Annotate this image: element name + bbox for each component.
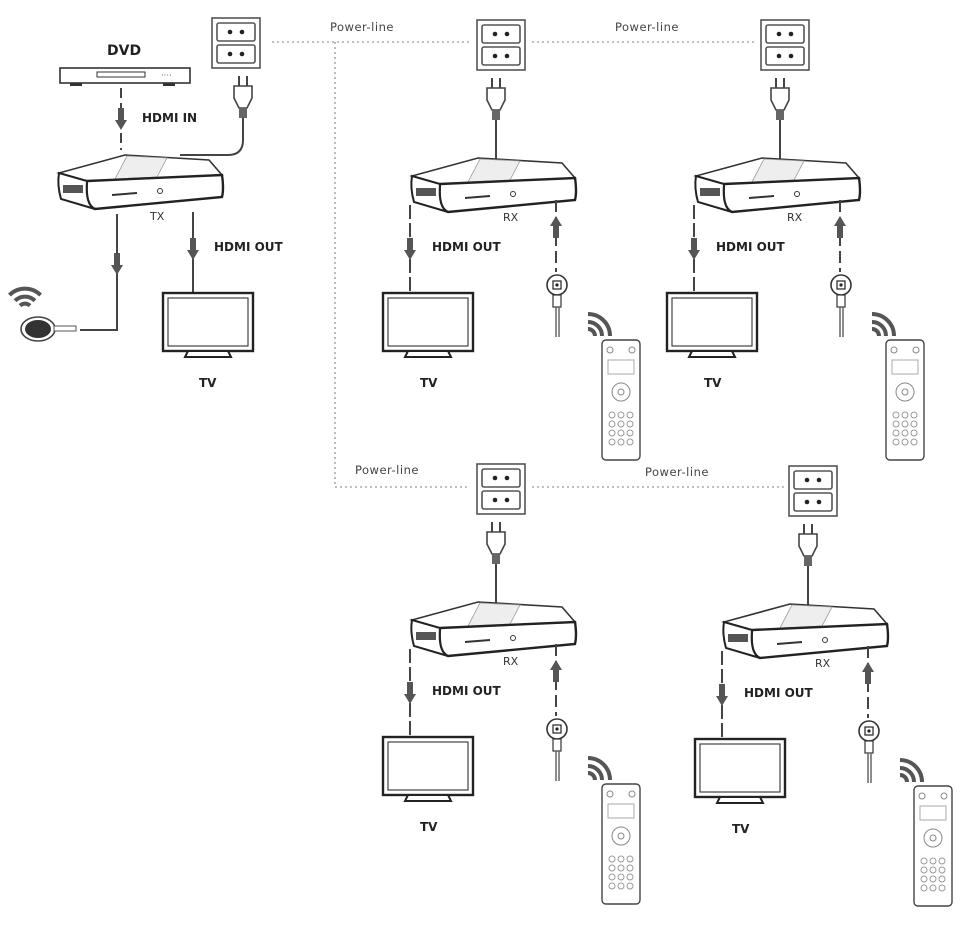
arrow-up-icon <box>862 662 874 684</box>
arrow-down-icon <box>688 238 700 260</box>
powerline-label: Power-line <box>330 20 394 34</box>
tv-label: TV <box>732 822 750 836</box>
power-outlet-icon <box>211 17 261 69</box>
power-plug-icon <box>233 75 253 119</box>
arrow-down-icon <box>111 253 123 275</box>
ir-emitter-icon <box>20 316 77 342</box>
tv-icon <box>381 291 475 359</box>
hdmi-out-label: HDMI OUT <box>432 240 502 254</box>
tv-label: TV <box>420 376 438 390</box>
rx-unit: RX HDMI OUT TV <box>665 19 925 461</box>
rx-device-label: RX <box>503 211 519 224</box>
tx-extender-box-icon <box>57 153 225 211</box>
rx-extender-box-icon <box>410 600 578 658</box>
ir-sensor-icon <box>858 720 880 784</box>
arrow-down-icon <box>115 108 127 130</box>
powerline-label: Power-line <box>615 20 679 34</box>
dvd-label: DVD <box>107 43 141 59</box>
tv-icon <box>665 291 759 359</box>
power-outlet-icon <box>760 19 810 71</box>
ir-sensor-icon <box>546 274 568 338</box>
wireless-signal-icon <box>9 280 40 311</box>
rx-device-label: RX <box>787 211 803 224</box>
hdmi-out-label: HDMI OUT <box>432 684 502 698</box>
tv-icon <box>381 735 475 803</box>
powerline-label: Power-line <box>355 463 419 477</box>
hdmi-in-label: HDMI IN <box>142 111 197 125</box>
hdmi-out-label: HDMI OUT <box>214 240 284 254</box>
rx-extender-box-icon <box>722 602 890 660</box>
tv-label: TV <box>199 376 217 390</box>
powerline-network: Power-line Power-line Power-line Power-l… <box>272 20 785 488</box>
power-outlet-icon <box>788 465 838 517</box>
arrow-up-icon <box>550 216 562 238</box>
remote-control-icon <box>913 785 953 907</box>
tv-label: TV <box>704 376 722 390</box>
power-outlet-icon <box>476 463 526 515</box>
arrow-down-icon <box>404 682 416 704</box>
rx-unit: RX HDMI OUT TV <box>381 463 641 905</box>
arrow-down-icon <box>187 238 199 260</box>
wireless-signal-icon <box>586 312 612 338</box>
tv-icon <box>161 291 255 359</box>
tv-icon <box>693 737 787 805</box>
tx-unit: DVD ···· HDMI IN TX HDMI OUT TV <box>9 17 284 390</box>
tv-label: TV <box>420 820 438 834</box>
power-plug-icon <box>486 77 506 121</box>
ir-sensor-icon <box>830 274 852 338</box>
power-plug-icon <box>770 77 790 121</box>
hdmi-out-label: HDMI OUT <box>744 686 814 700</box>
remote-control-icon <box>601 339 641 461</box>
wireless-signal-icon <box>898 758 924 784</box>
rx-extender-box-icon <box>694 156 862 214</box>
dvd-player-icon: ···· <box>59 67 191 86</box>
arrow-up-icon <box>550 660 562 682</box>
rx-extender-box-icon <box>410 156 578 214</box>
svg-text:····: ···· <box>161 71 172 80</box>
rx-device-label: RX <box>815 657 831 670</box>
powerline-label: Power-line <box>645 465 709 479</box>
arrow-down-icon <box>716 684 728 706</box>
power-plug-icon <box>486 521 506 565</box>
power-outlet-icon <box>476 19 526 71</box>
tx-device-label: TX <box>149 210 165 223</box>
rx-unit: RX HDMI OUT TV <box>381 19 641 461</box>
remote-control-icon <box>601 783 641 905</box>
power-plug-icon <box>798 523 818 567</box>
rx-device-label: RX <box>503 655 519 668</box>
wireless-signal-icon <box>870 312 896 338</box>
remote-control-icon <box>885 339 925 461</box>
rx-unit: RX HDMI OUT TV <box>693 465 953 907</box>
wireless-signal-icon <box>586 756 612 782</box>
hdmi-out-label: HDMI OUT <box>716 240 786 254</box>
ir-sensor-icon <box>546 718 568 782</box>
arrow-down-icon <box>404 238 416 260</box>
arrow-up-icon <box>834 216 846 238</box>
